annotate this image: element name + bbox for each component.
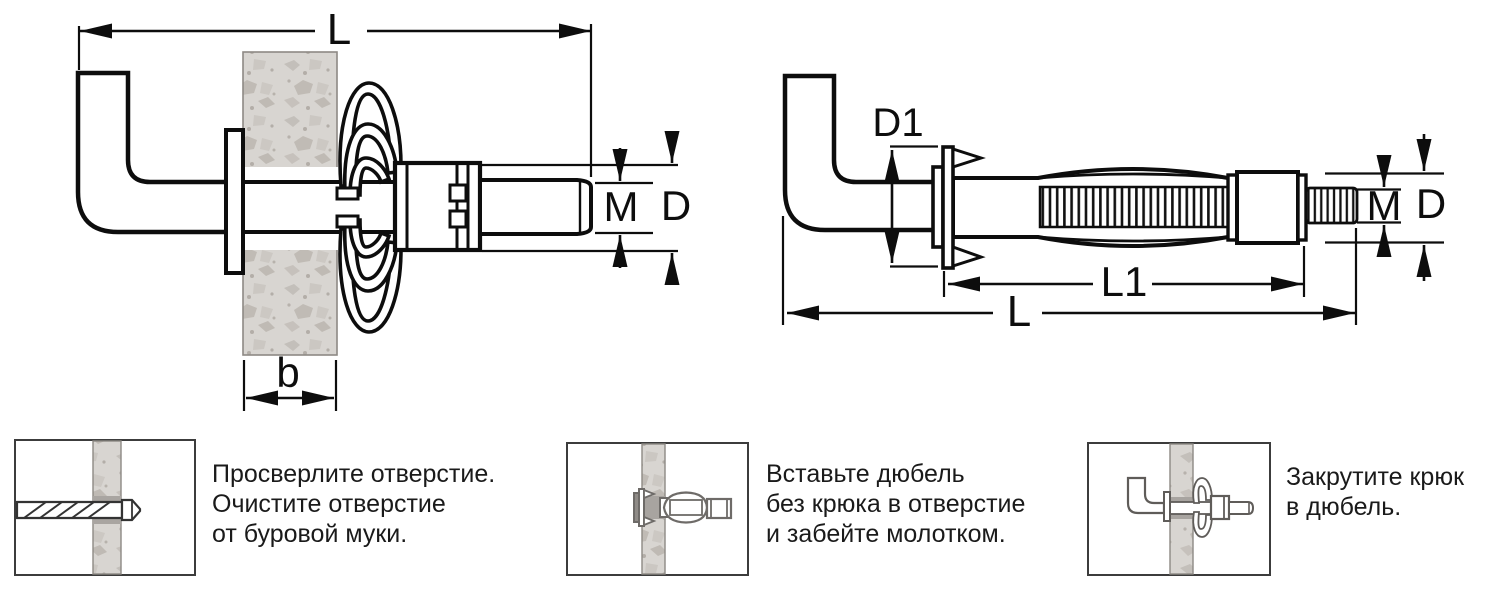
anchor-sleeve (241, 180, 400, 234)
threaded-stud (1304, 186, 1359, 225)
washer (224, 128, 245, 275)
dimension-sleeve-length-L1 (942, 246, 1306, 297)
dimension-flange-diameter-D1 (884, 145, 938, 268)
dim-label-left-wall-thickness: b (276, 349, 300, 396)
instruction-step-3-text: Закрутите крюк в дюбель. (1286, 463, 1465, 521)
dim-label-right-length: L (1006, 287, 1032, 336)
dimension-thread-M (1357, 155, 1401, 257)
panel-step-3 (1087, 442, 1271, 576)
dimension-length-L (781, 216, 1358, 325)
anchor-mini (633, 488, 733, 527)
dimension-diameter-D (482, 131, 680, 285)
hook (782, 73, 940, 233)
flange (931, 145, 986, 270)
diagram-free-anchor (781, 73, 1444, 325)
stud (478, 178, 593, 236)
drill-bit (15, 498, 142, 522)
instruction-step-1-text: Просверлите отверстие. Очистите отверсти… (212, 460, 496, 548)
diagram-installed-anchor (75, 23, 680, 411)
anchor-barrel (392, 160, 483, 253)
dim-label-right-thread: M (1366, 182, 1402, 229)
dim-label-right-diameter: D (1415, 180, 1447, 227)
dimension-length-L (77, 23, 593, 177)
panel-step-2 (566, 442, 749, 576)
dim-label-left-length: L (326, 5, 352, 54)
instruction-step-2-text: Вставьте дюбель без крюка в отверстие и … (766, 460, 1026, 548)
dim-label-left-thread: M (603, 183, 639, 230)
dim-label-right-flange-diameter: D1 (872, 101, 924, 145)
threaded-rod (1038, 185, 1230, 229)
anchor-barrel (1226, 170, 1308, 245)
dimension-wall-thickness-b (242, 360, 338, 411)
dim-label-right-sleeve-length: L1 (1100, 258, 1148, 305)
installed-anchor-mini (1126, 476, 1255, 538)
panel-step-1 (14, 439, 196, 576)
dimension-diameter-D (1325, 134, 1444, 281)
dim-label-left-diameter: D (660, 182, 692, 229)
hook (75, 70, 235, 235)
